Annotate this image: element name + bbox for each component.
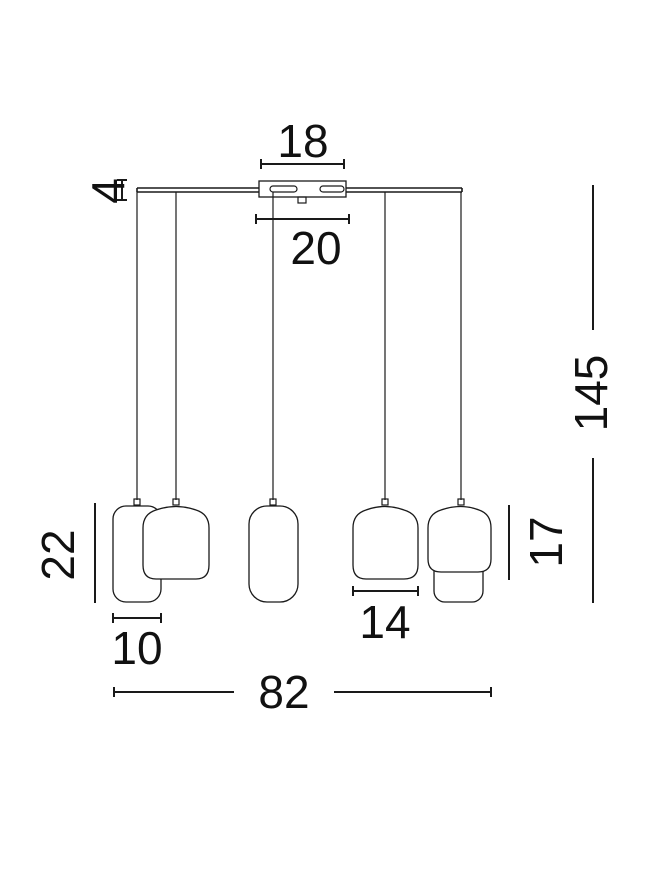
dimension-canopy-width-top: 18 [260,115,345,169]
canopy-slot-right [319,185,345,193]
shade-2-socket [172,498,180,506]
dimension-narrow-shade-width: 10 [111,613,163,674]
dimension-canopy-width-bottom: 20 [255,214,350,274]
suspension-cables [136,192,462,500]
dim-82-label: 82 [258,666,309,718]
lamp-shades [112,498,492,603]
dimension-canopy-height: 4 [82,178,134,204]
dim-18-label: 18 [277,115,328,167]
dimension-wide-shade-width: 14 [352,586,419,648]
dim-20-label: 20 [290,222,341,274]
shade-3-body [248,505,299,603]
shade-2-body [142,505,210,580]
dim-4-label: 4 [82,178,134,204]
shade-5-socket [457,498,465,506]
shade-4-socket [381,498,389,506]
dim-145-label: 145 [565,355,617,432]
shade-4 [352,498,419,580]
dimension-total-height: 145 [565,185,617,603]
dim-22-label: 22 [32,529,84,580]
shade-4-body [352,505,419,580]
shade-3-socket [269,498,277,506]
canopy-slot-left [269,185,298,193]
shade-5-body [427,505,492,573]
shade-1-socket [133,498,141,506]
shade-3 [248,498,299,603]
dim-10-label: 10 [111,622,162,674]
ceiling-canopy [136,180,463,204]
canopy-plate [258,180,347,198]
dim-14-label: 14 [359,596,410,648]
dim-17-label: 17 [520,516,572,567]
dimension-large-shade-height: 22 [32,503,96,603]
shade-2 [142,498,210,580]
dimension-small-shade-height: 17 [508,505,572,580]
dimension-total-width: 82 [113,666,492,718]
shade-5 [427,498,492,573]
canopy-stem [297,196,307,204]
